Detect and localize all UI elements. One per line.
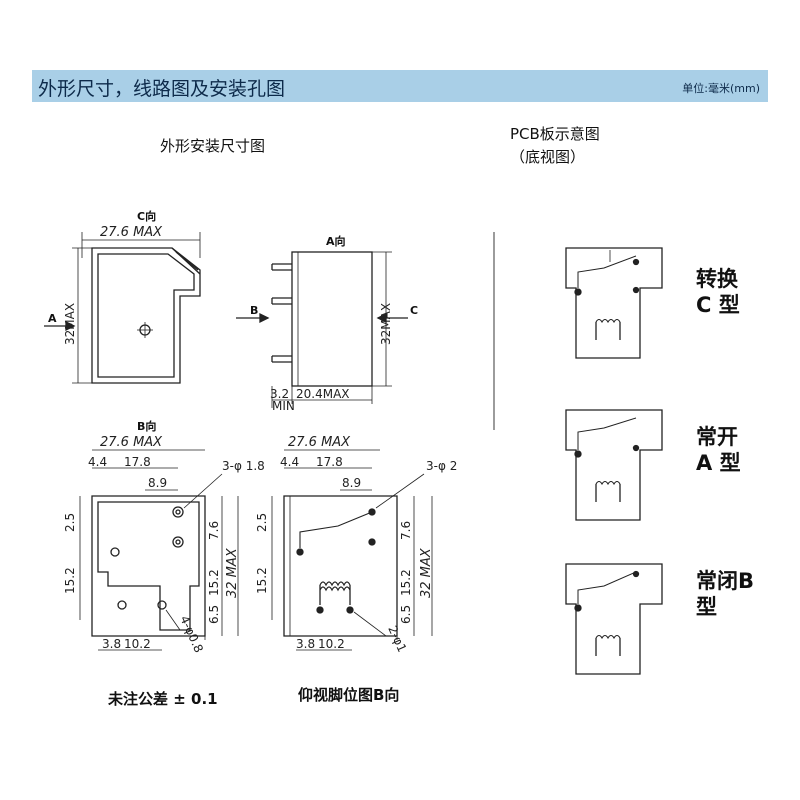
- p-dim-3-8: 3.8: [296, 637, 315, 651]
- type-label-a: 常开 A 型: [696, 425, 741, 476]
- pcb-section-subtitle: （底视图）: [510, 148, 586, 166]
- c-view-label: C向: [137, 209, 156, 223]
- a-view-drawing: A向 B C 32MAX 3.2 20.4MAX MIN: [236, 234, 418, 413]
- b-hole-0-8: 4-φ0.8: [177, 614, 206, 655]
- p-dim-15-2-right: 15.2: [399, 569, 413, 596]
- type-label-b: 常闭B 型: [696, 569, 755, 620]
- arrow-a-label: A: [48, 312, 57, 325]
- b-view-label: B向: [137, 419, 156, 433]
- b-hole-1-8: 3-φ 1.8: [222, 459, 265, 473]
- b-dim-7-6: 7.6: [207, 521, 221, 540]
- b-dim-8-9: 8.9: [148, 476, 167, 490]
- p-dim-2-5: 2.5: [255, 513, 269, 532]
- b-dim-4-4: 4.4: [88, 455, 107, 469]
- c-view-drawing: C向 27.6 MAX 32MAX A: [44, 209, 201, 384]
- bottom-view-note: 仰视脚位图B向: [298, 686, 400, 704]
- arrow-b-label: B: [250, 304, 258, 317]
- pcb-schematic-b: [565, 563, 663, 675]
- p-width-dim: 27.6 MAX: [288, 435, 351, 450]
- b-view-drawing: B向 27.6 MAX 4.4 17.8 8.9 3-φ 1.8 2.5 15.…: [63, 419, 265, 655]
- b-dim-6-5: 6.5: [207, 605, 221, 624]
- b-dim-3-8: 3.8: [102, 637, 121, 651]
- a-view-label: A向: [326, 234, 346, 248]
- p-dim-10-2: 10.2: [318, 637, 345, 651]
- b-dim-10-2: 10.2: [124, 637, 151, 651]
- p-height-dim: 32 MAX: [419, 547, 434, 598]
- b-height-dim: 32 MAX: [225, 547, 240, 598]
- p-dim-4-4: 4.4: [280, 455, 299, 469]
- p-hole-2: 3-φ 2: [426, 459, 457, 473]
- tolerance-note: 未注公差 ± 0.1: [108, 690, 218, 708]
- arrow-c-label: C: [410, 304, 418, 317]
- b-dim-2-5: 2.5: [63, 513, 77, 532]
- p-dim-6-5: 6.5: [399, 605, 413, 624]
- a-min-label: MIN: [272, 399, 295, 413]
- outline-section-title: 外形安装尺寸图: [160, 137, 266, 155]
- b-dim-15-2-left: 15.2: [63, 567, 77, 594]
- header-bar: 外形尺寸，线路图及安装孔图 单位:毫米(mm): [32, 70, 768, 102]
- p-dim-8-9: 8.9: [342, 476, 361, 490]
- page-title: 外形尺寸，线路图及安装孔图: [38, 78, 286, 100]
- pcb-section-title: PCB板示意图: [510, 125, 600, 143]
- p-dim-7-6: 7.6: [399, 521, 413, 540]
- type-label-c: 转换 C 型: [696, 267, 740, 318]
- b-width-dim: 27.6 MAX: [100, 435, 163, 450]
- p-dim-17-8: 17.8: [316, 455, 343, 469]
- b-dim-17-8: 17.8: [124, 455, 151, 469]
- a-depth-dim: 20.4MAX: [296, 387, 350, 401]
- unit-label: 单位:毫米(mm): [682, 82, 760, 95]
- a-pin-dim: 3.2: [270, 387, 289, 401]
- p-hole-1: 2-φ1: [385, 624, 409, 655]
- a-height-dim: 32MAX: [379, 303, 393, 345]
- p-dim-15-2-left: 15.2: [255, 567, 269, 594]
- pcb-schematic-c: [565, 247, 663, 359]
- pin-view-drawing: 27.6 MAX 4.4 17.8 8.9 3-φ 2 2.5 15.2 7.6…: [255, 435, 457, 654]
- pcb-schematic-a: [565, 409, 663, 521]
- c-width-dim: 27.6 MAX: [100, 225, 163, 240]
- b-dim-15-2-right: 15.2: [207, 569, 221, 596]
